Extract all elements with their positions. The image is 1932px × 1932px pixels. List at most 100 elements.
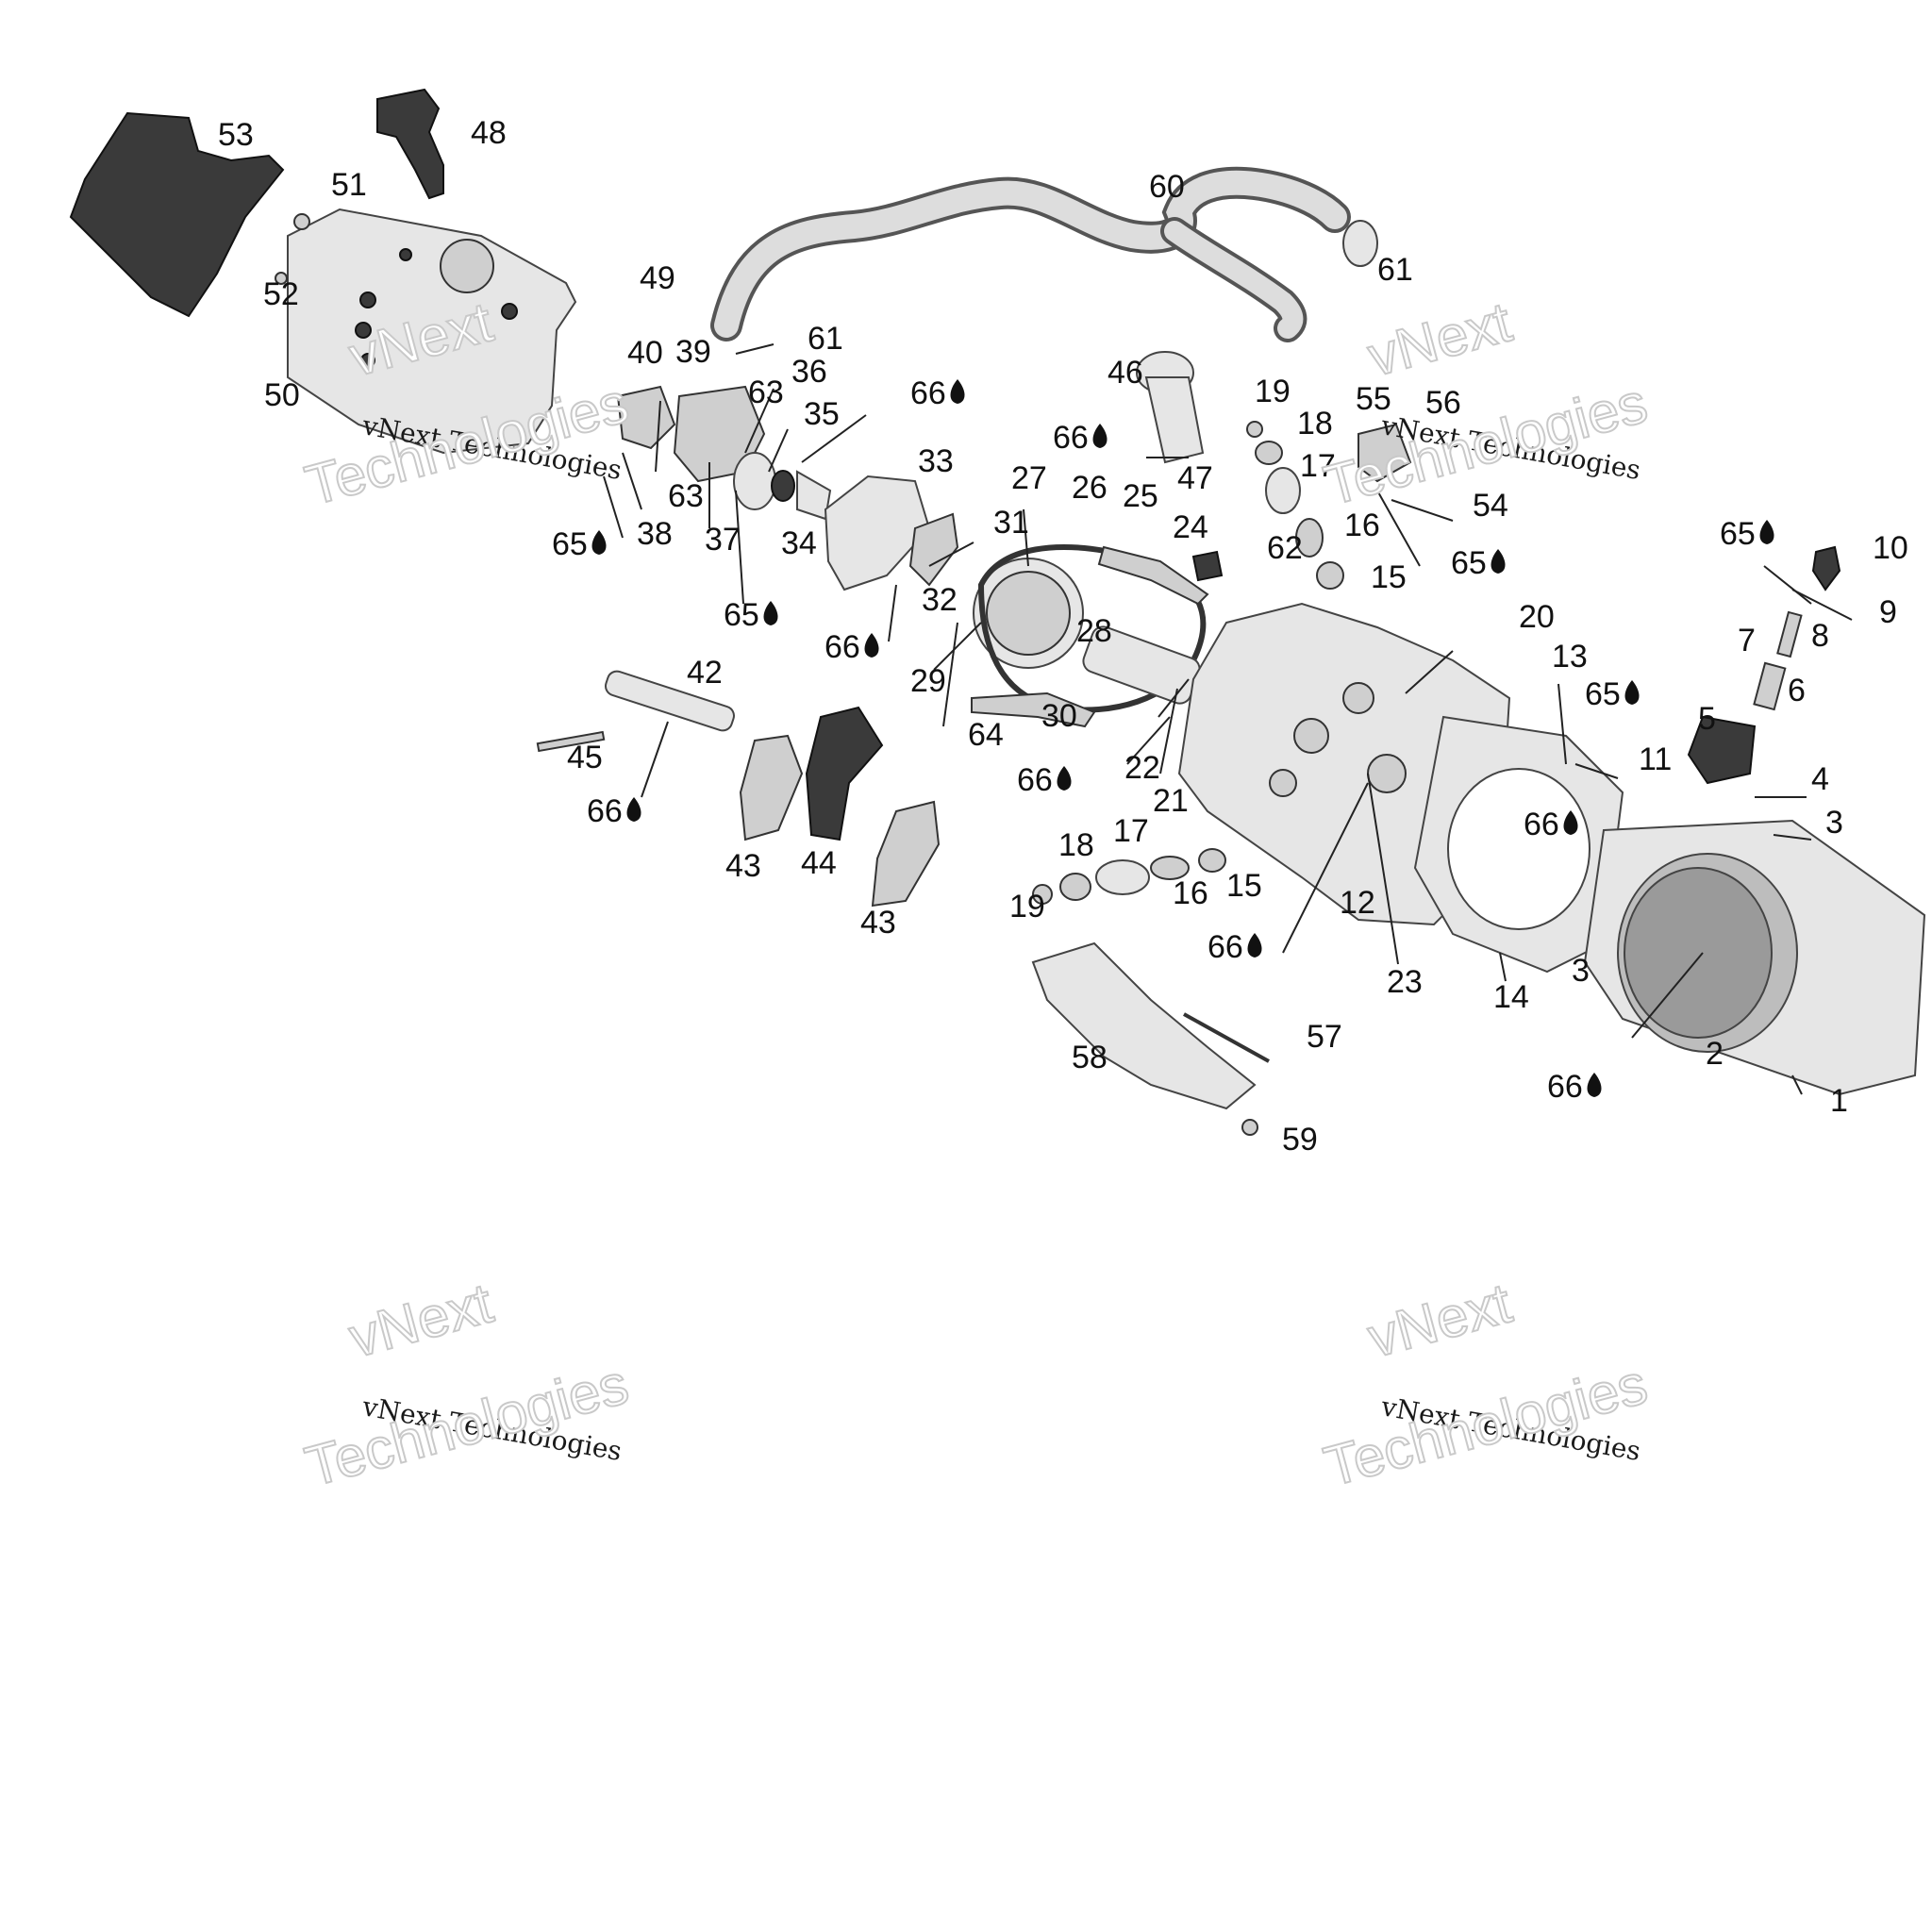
- oil-drop-icon: [1587, 1073, 1602, 1097]
- callout-label-56: 56: [1425, 385, 1461, 421]
- callout-label-18b: 18: [1058, 827, 1094, 863]
- watermark-4: vNext vNext Technologies Technologies: [1317, 1270, 1655, 1499]
- chain-tensioner: [908, 512, 959, 587]
- callout-label-25: 25: [1123, 478, 1158, 514]
- callout-label-40: 40: [627, 335, 663, 371]
- svg-text:vNext: vNext: [342, 1271, 499, 1369]
- shaft-bolt: [536, 730, 606, 753]
- rocker-arm-right: [871, 800, 941, 908]
- callout-label-33: 33: [918, 443, 954, 479]
- valve-seal: [1198, 848, 1226, 873]
- spacer: [1753, 661, 1787, 711]
- callout-label-16a: 16: [1344, 508, 1380, 543]
- bolt: [1811, 545, 1841, 591]
- callout-label-55: 55: [1356, 381, 1391, 417]
- callout-label-63b: 63: [668, 478, 704, 514]
- oil-drop-icon: [1247, 933, 1262, 958]
- callout-label-66d: 66: [587, 793, 623, 829]
- callout-label-14: 14: [1493, 979, 1529, 1015]
- callout-label-24: 24: [1173, 509, 1208, 545]
- callout-label-60: 60: [1149, 169, 1185, 205]
- callout-label-35: 35: [804, 396, 840, 432]
- callout-label-1: 1: [1830, 1083, 1848, 1119]
- oil-drop-icon: [1759, 520, 1774, 544]
- callout-label-51: 51: [331, 167, 367, 203]
- callout-label-28: 28: [1076, 613, 1112, 649]
- callout-label-13: 13: [1552, 639, 1588, 675]
- screw: [293, 213, 310, 230]
- callout-label-50: 50: [264, 377, 300, 413]
- ignition-coil: [376, 88, 444, 200]
- rocker-shaft: [605, 670, 735, 732]
- valve-cover-port: [440, 239, 494, 293]
- seal: [771, 470, 795, 502]
- timing-cover: [824, 475, 931, 591]
- callout-label-58: 58: [1072, 1040, 1108, 1075]
- callout-label-9: 9: [1879, 594, 1897, 630]
- oil-drop-icon: [626, 797, 641, 822]
- callout-label-10: 10: [1873, 530, 1908, 566]
- callout-label-43a: 43: [725, 848, 761, 884]
- callout-label-46: 46: [1108, 355, 1143, 391]
- callout-label-17b: 17: [1113, 813, 1149, 849]
- callout-label-27: 27: [1011, 460, 1047, 496]
- callout-label-12: 12: [1340, 885, 1375, 921]
- callout-label-54: 54: [1473, 488, 1508, 524]
- o-ring: [733, 452, 776, 510]
- callout-label-31: 31: [993, 505, 1029, 541]
- callout-label-66b: 66: [1053, 420, 1089, 456]
- callout-label-65c: 65: [1451, 545, 1487, 581]
- callout-label-26: 26: [1072, 470, 1108, 506]
- valve-keeper: [1032, 884, 1053, 905]
- callout-label-57: 57: [1307, 1019, 1342, 1055]
- callout-label-20: 20: [1519, 599, 1555, 635]
- callout-label-11: 11: [1639, 741, 1672, 777]
- callout-label-65a: 65: [552, 526, 588, 562]
- callout-label-22: 22: [1124, 750, 1160, 786]
- callout-label-16b: 16: [1173, 875, 1208, 911]
- callout-label-53: 53: [218, 117, 254, 153]
- valve-cover-gasket: [69, 111, 285, 318]
- callout-label-42: 42: [687, 655, 723, 691]
- heat-shield: [1031, 941, 1257, 1110]
- spark-plug-tube: [1687, 715, 1757, 785]
- oil-drop-icon: [763, 601, 778, 625]
- callout-label-29: 29: [910, 663, 946, 699]
- callout-label-66h: 66: [1547, 1069, 1583, 1105]
- callout-label-37: 37: [705, 522, 741, 558]
- hose-clamp: [1342, 220, 1378, 267]
- callout-label-44: 44: [801, 845, 837, 881]
- valve-spring: [1095, 859, 1150, 895]
- callout-label-21: 21: [1153, 783, 1189, 819]
- oil-drop-icon: [1491, 549, 1506, 574]
- callout-label-62: 62: [1267, 530, 1303, 566]
- bracket: [1357, 423, 1412, 483]
- callout-label-19a: 19: [1255, 374, 1291, 409]
- callout-label-61a: 61: [1377, 252, 1413, 288]
- oil-drop-icon: [1057, 766, 1072, 791]
- callout-label-45: 45: [567, 740, 603, 775]
- callout-label-43b: 43: [860, 905, 896, 941]
- callout-label-7: 7: [1738, 623, 1756, 658]
- temperature-sensor: [1191, 550, 1224, 582]
- callout-label-52: 52: [263, 276, 299, 312]
- callout-label-47: 47: [1177, 460, 1213, 496]
- callout-label-66e: 66: [1017, 762, 1053, 798]
- callout-label-59: 59: [1282, 1122, 1318, 1158]
- callout-label-48: 48: [471, 115, 507, 151]
- spring-seat: [1150, 856, 1190, 880]
- callout-label-38: 38: [637, 516, 673, 552]
- callout-label-30: 30: [1041, 698, 1077, 734]
- callout-label-3b: 3: [1572, 953, 1590, 989]
- svg-text:Technologies: Technologies: [299, 1352, 635, 1498]
- callout-label-8: 8: [1811, 618, 1829, 654]
- callout-label-17a: 17: [1300, 448, 1336, 484]
- callout-label-19b: 19: [1009, 889, 1045, 924]
- leader-lines: [603, 343, 1853, 1095]
- callout-label-15a: 15: [1371, 559, 1407, 595]
- callout-label-34: 34: [781, 525, 817, 561]
- callout-label-61b: 61: [808, 321, 843, 357]
- oil-drop-icon: [864, 633, 879, 658]
